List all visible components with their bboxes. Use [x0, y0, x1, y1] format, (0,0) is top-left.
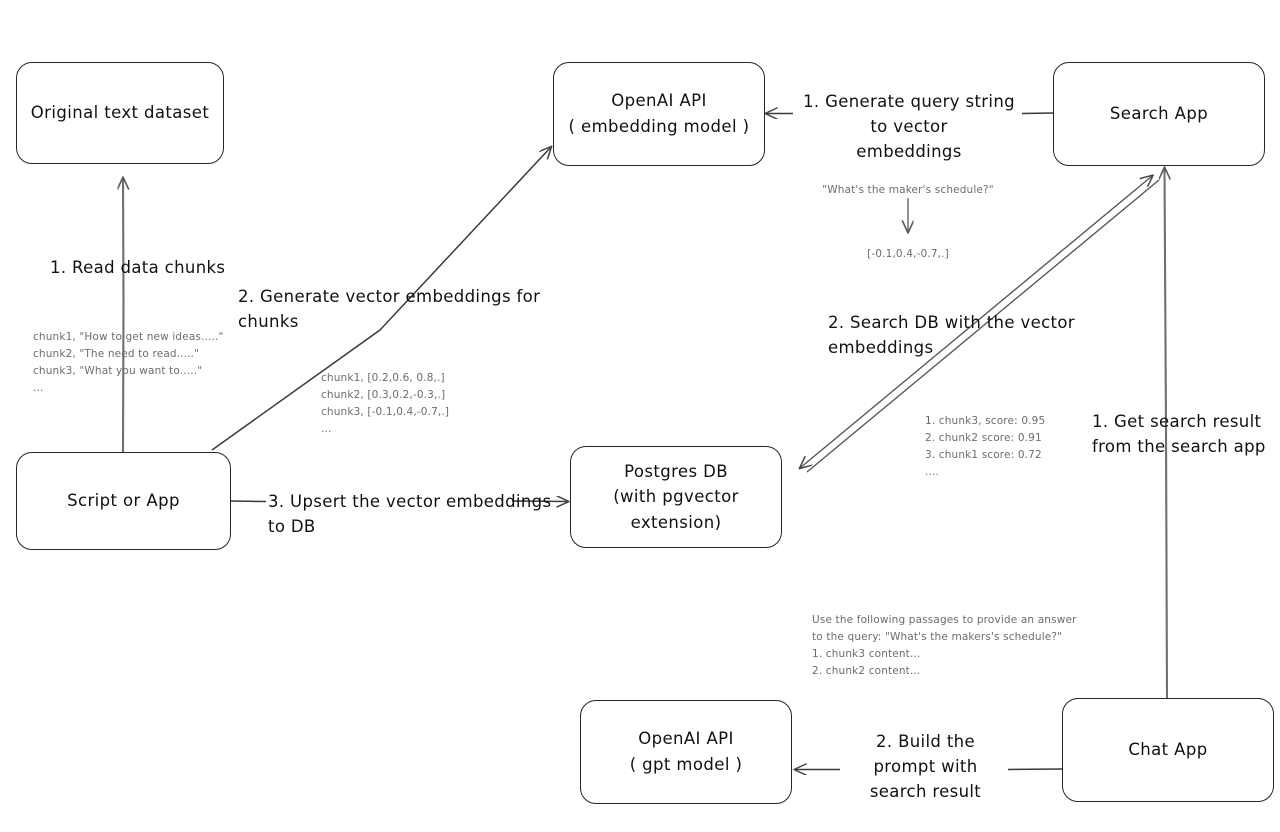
- annotation-query-vector: [-0.1,0.4,-0.7,.]: [867, 248, 949, 260]
- node-postgres-db[interactable]: Postgres DB (with pgvector extension): [570, 446, 782, 548]
- edge-label-generate-query-string: 1. Generate query string to vector embed…: [803, 92, 1015, 161]
- node-label: Search App: [1109, 104, 1209, 124]
- node-chat-app[interactable]: Chat App: [1062, 698, 1274, 802]
- node-label: OpenAI API ( embedding model ): [568, 91, 750, 136]
- edge-label-read-data-chunks: 1. Read data chunks: [50, 258, 226, 277]
- edge-label-search-db: 2. Search DB with the vector embeddings: [828, 313, 1075, 357]
- edge-label-get-search-result: 1. Get search result from the search app: [1092, 412, 1266, 456]
- edge-label-build-prompt: 2. Build the prompt with search result: [869, 732, 982, 801]
- node-label: Original text dataset: [30, 103, 210, 123]
- node-label: OpenAI API ( gpt model ): [629, 729, 743, 774]
- edge-script-to-dataset: [123, 178, 124, 453]
- edge-label-upsert-to-db: 3. Upsert the vector embeddings to DB: [268, 492, 552, 536]
- node-original-text-dataset[interactable]: Original text dataset: [16, 62, 224, 164]
- node-script-or-app[interactable]: Script or App: [16, 452, 231, 550]
- node-openai-api-gpt[interactable]: OpenAI API ( gpt model ): [580, 700, 792, 804]
- node-label: Script or App: [67, 491, 180, 511]
- annotation-search-results: 1. chunk3, score: 0.95 2. chunk2 score: …: [925, 415, 1046, 478]
- annotation-chunks-text: chunk1, "How to get new ideas....." chun…: [33, 331, 224, 394]
- node-openai-api-embedding[interactable]: OpenAI API ( embedding model ): [553, 62, 765, 166]
- annotation-query-string: "What's the maker's schedule?": [822, 184, 994, 196]
- annotation-chunk-vectors: chunk1, [0.2,0.6, 0.8,.] chunk2, [0.3,0.…: [321, 372, 450, 435]
- node-label: Chat App: [1128, 740, 1208, 760]
- edge-label-generate-embeddings: 2. Generate vector embeddings for chunks: [238, 287, 541, 331]
- node-search-app[interactable]: Search App: [1053, 62, 1265, 166]
- annotation-prompt-text: Use the following passages to provide an…: [812, 614, 1077, 677]
- node-label: Postgres DB (with pgvector extension): [613, 461, 739, 532]
